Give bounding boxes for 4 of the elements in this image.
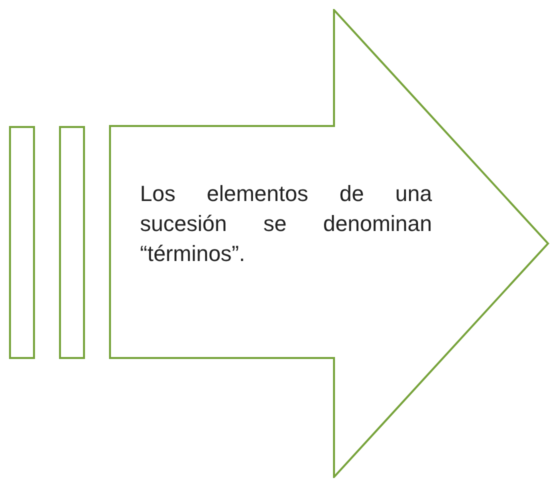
- vertical-bar: [59, 126, 85, 359]
- arrow-text: Los elementos de una sucesión se denominan “términos”.: [140, 180, 432, 268]
- block-arrow: [109, 9, 550, 478]
- vertical-bar: [9, 126, 35, 359]
